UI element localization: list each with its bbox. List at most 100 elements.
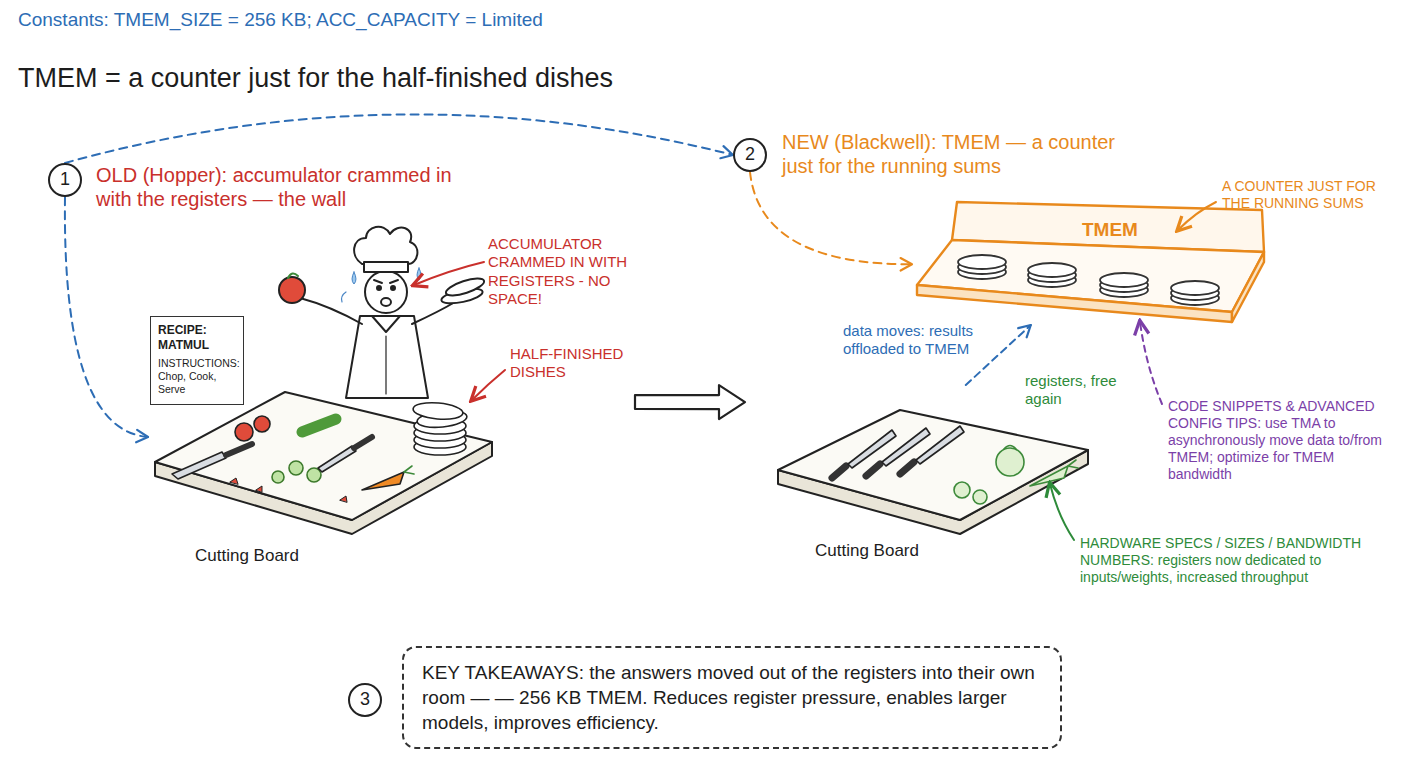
chef-figure (381, 298, 391, 306)
chef-figure (374, 280, 398, 283)
cutting-board-outline (155, 392, 492, 520)
chef-figure (288, 273, 298, 278)
knife (866, 428, 930, 476)
chef-figure (440, 286, 484, 306)
step-heading: NEW (Blackwell): TMEM — a counter just f… (782, 130, 1140, 179)
tidy-board-items (1004, 446, 1016, 450)
callout-number: 2 (733, 138, 767, 172)
cluttered-board-items (254, 416, 270, 432)
recipe-heading: RECIPE: MATMUL (158, 323, 236, 352)
leader-lines (414, 262, 484, 285)
chef-figure (385, 336, 386, 394)
takeaway-box: KEY TAKEAWAYS: the answers moved out of … (402, 646, 1062, 749)
chef-figure (342, 292, 347, 302)
knife (900, 462, 914, 474)
chef-figure (279, 277, 305, 303)
knife (832, 466, 846, 478)
constants-note: Constants: TMEM_SIZE = 256 KB; ACC_CAPAC… (18, 8, 918, 31)
tip-callout: CODE SNIPPETS & ADVANCED CONFIG TIPS: us… (1168, 398, 1396, 483)
chef-figure (300, 298, 362, 324)
cluttered-board-items (412, 401, 463, 421)
cluttered-board-items (307, 468, 321, 482)
flow-note: data moves: results offloaded to TMEM (843, 322, 983, 359)
chef-figure (364, 262, 408, 272)
cluttered-board-items (414, 432, 466, 448)
block-arrow (635, 385, 745, 419)
tmem-shelf-outline (1232, 252, 1264, 322)
cluttered-board-items (362, 472, 404, 490)
cluttered-board-items (272, 471, 284, 483)
leader-lines (414, 202, 1216, 540)
block-arrow (635, 385, 745, 419)
knife (848, 430, 896, 468)
chef-figure (365, 271, 407, 313)
chef-figure (417, 268, 421, 280)
takeaway-text: KEY TAKEAWAYS: the answers moved out of … (422, 660, 1042, 735)
chef-figure (354, 227, 417, 264)
tmem-shelf-label: TMEM (1082, 218, 1138, 241)
cutting-board-outline (148, 380, 635, 570)
cluttered-board-items (414, 439, 466, 455)
callout-number-text: 3 (360, 689, 370, 711)
callout-number: 1 (48, 163, 82, 197)
chef-figure (346, 316, 428, 398)
cluttered-board-items (235, 423, 253, 441)
cluttered-board-items (172, 401, 468, 502)
knife (832, 430, 896, 478)
tidy-board-items (973, 490, 987, 504)
cluttered-board-items (302, 419, 336, 432)
dashed-connector (966, 325, 1031, 385)
tidy-board-items (1030, 466, 1068, 486)
arrowhead (901, 258, 912, 270)
plate-stack (1171, 281, 1219, 295)
knife (882, 428, 930, 466)
flow-note: registers, free again (1025, 372, 1117, 409)
knife (866, 464, 880, 476)
tidy-board-items (1068, 460, 1078, 468)
tmem-shelf: TMEM (912, 190, 1272, 325)
dashed-connector (65, 114, 733, 163)
cluttered-board-items (414, 425, 466, 441)
cutting-board: Cutting Board (745, 385, 1090, 575)
arrowhead (720, 146, 733, 158)
recipe-card: RECIPE: MATMULINSTRUCTIONS: Chop, Cook, … (150, 316, 244, 405)
arrowhead (1018, 325, 1031, 337)
cutting-board-outline (778, 410, 1088, 520)
cluttered-board-items (416, 408, 467, 429)
plate-stack (1028, 263, 1076, 277)
step-heading: OLD (Hopper): accumulator crammed in wit… (96, 163, 464, 212)
callout-text: A COUNTER JUST FOR THE RUNNING SUMS (1222, 178, 1394, 212)
tidy-board-items (832, 426, 1078, 504)
leader-lines (1178, 202, 1216, 230)
tidy-board-items (954, 482, 970, 498)
chef-figure (352, 272, 356, 284)
dashed-connector (966, 325, 1031, 385)
callout-number-text: 1 (60, 169, 70, 191)
dashed-connector (65, 114, 733, 163)
knife (900, 426, 964, 474)
cutting-board: Cutting Board (148, 380, 635, 570)
cluttered-board-items (414, 418, 466, 434)
leader-lines (472, 370, 505, 400)
knife (916, 426, 964, 464)
cluttered-board-items (172, 452, 226, 479)
cluttered-board-items (289, 461, 303, 475)
tmem-shelf-outline (912, 190, 1272, 325)
cluttered-board-items (230, 478, 347, 502)
callout-text: ACCUMULATOR CRAMMED IN WITH REGISTERS - … (488, 235, 653, 308)
dashed-connector (65, 197, 148, 437)
plate-stack (958, 255, 1006, 269)
dashed-connector (65, 197, 148, 442)
diagram-title: TMEM = a counter just for the half-finis… (18, 62, 613, 95)
cutting-board-label: Cutting Board (815, 541, 919, 562)
chef-figure (412, 302, 455, 324)
leader-lines (1140, 322, 1162, 404)
chef-figure (377, 286, 381, 290)
cluttered-board-items (318, 446, 356, 472)
cluttered-board-items (404, 466, 414, 474)
cluttered-board-items (226, 444, 252, 455)
